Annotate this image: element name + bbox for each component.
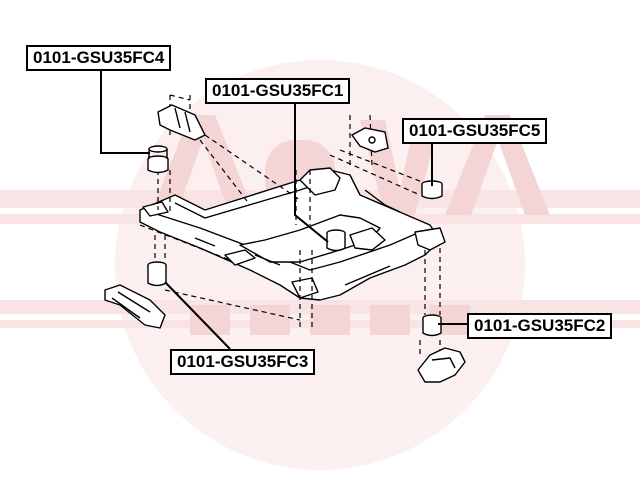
bushing-fc3 [147, 261, 167, 287]
leader-fc4 [100, 69, 150, 154]
subframe [139, 167, 446, 301]
callout-fc1: 0101-GSU35FC1 [205, 78, 351, 104]
lower-left-bracket [104, 284, 166, 329]
leader-fc1 [294, 102, 329, 243]
callout-fc5: 0101-GSU35FC5 [402, 118, 548, 144]
callout-fc3: 0101-GSU35FC3 [170, 349, 316, 375]
bushing-fc1 [326, 229, 346, 252]
guide-lines [139, 94, 441, 355]
leader-lines [100, 69, 467, 350]
bushing-fc4 [147, 145, 169, 174]
callout-fc4: 0101-GSU35FC4 [26, 45, 172, 71]
lower-right-bracket [417, 347, 466, 383]
callout-fc2: 0101-GSU35FC2 [467, 313, 613, 339]
upper-left-bracket [157, 104, 206, 141]
bushing-fc2 [422, 314, 442, 337]
upper-right-bracket [350, 127, 389, 153]
leader-fc3 [164, 281, 231, 350]
